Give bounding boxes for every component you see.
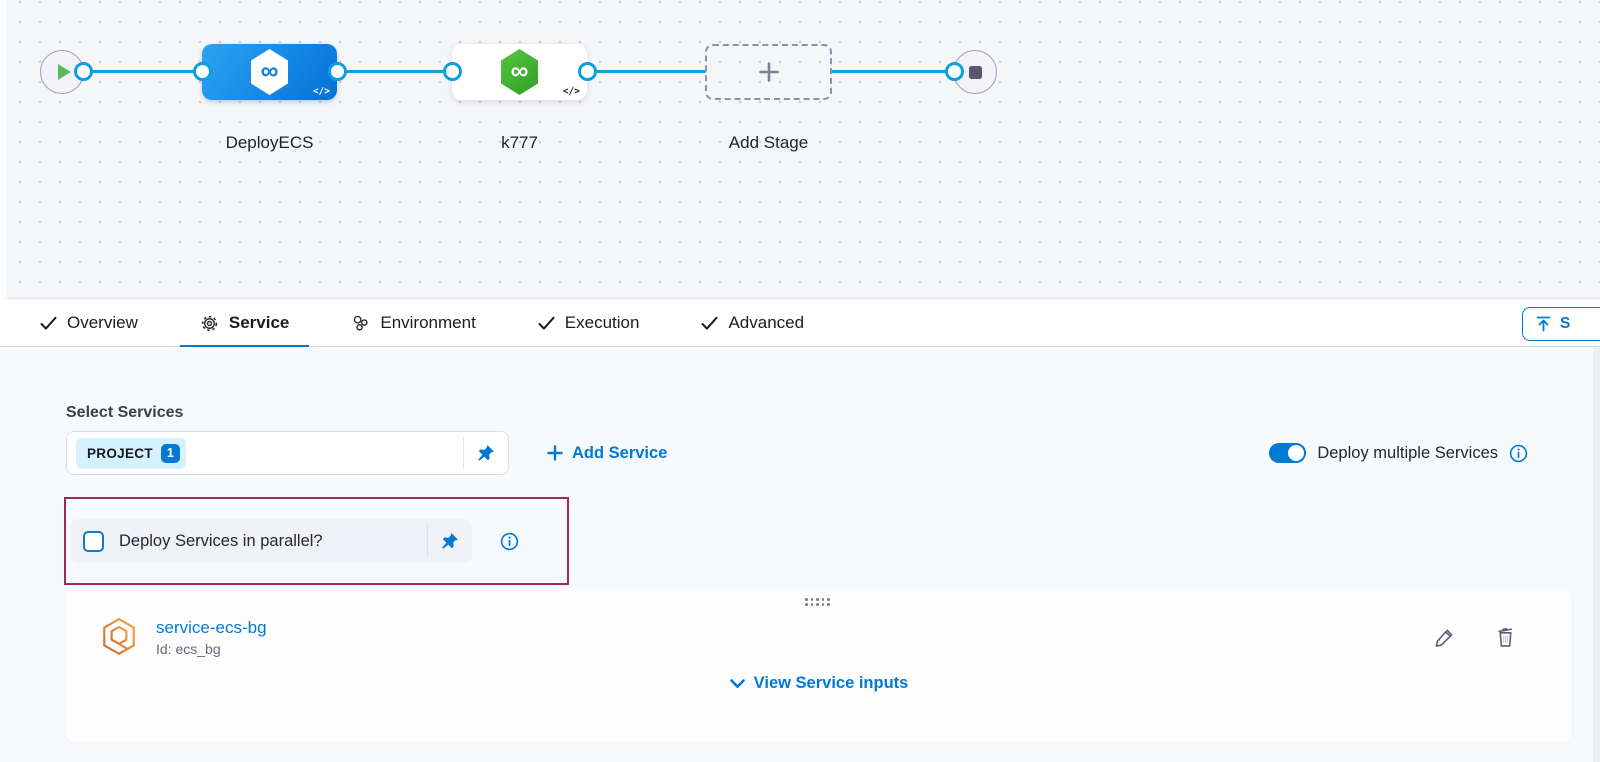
deploy-parallel-field: Deploy Services in parallel?: [70, 519, 472, 563]
service-name-link[interactable]: service-ecs-bg: [156, 617, 267, 637]
tab-label: Environment: [380, 313, 476, 332]
edge-stage2-to-addstage: [587, 70, 706, 73]
edit-service-button[interactable]: [1434, 627, 1455, 648]
project-tag-label: PROJECT: [87, 445, 153, 461]
toggle-knob: [1288, 445, 1305, 461]
pin-icon: [442, 533, 458, 549]
right-gutter: [1593, 347, 1600, 762]
deploy-multiple-label: Deploy multiple Services: [1317, 443, 1498, 462]
plus-icon: [758, 62, 779, 82]
connector-port[interactable]: [945, 62, 964, 81]
tab-label: Service: [228, 313, 290, 332]
view-service-inputs-label: View Service inputs: [753, 674, 909, 692]
tab-advanced[interactable]: Advanced: [681, 300, 824, 346]
code-icon: </>: [312, 86, 330, 97]
view-service-inputs-button[interactable]: View Service inputs: [66, 674, 1572, 693]
deploy-multiple-group: Deploy multiple Services: [1269, 443, 1528, 463]
select-services-label: Select Services: [66, 404, 184, 421]
stage-node-k777[interactable]: ∞ </>: [452, 44, 587, 100]
service-card-row: service-ecs-bg Id: ecs_bg: [66, 608, 1572, 657]
code-icon: </>: [562, 86, 580, 97]
tab-label: Advanced: [728, 313, 805, 332]
tab-label: Overview: [67, 313, 138, 332]
check-icon: [40, 316, 57, 330]
deploy-parallel-label: Deploy Services in parallel?: [119, 531, 323, 550]
ecs-service-icon: [103, 617, 135, 656]
connector-port[interactable]: [328, 62, 347, 81]
deploy-parallel-checkbox[interactable]: [83, 530, 104, 552]
stage-label-k777: k777: [501, 133, 538, 152]
tab-label: Execution: [564, 313, 640, 332]
connector-port[interactable]: [74, 62, 93, 81]
plus-icon: [547, 445, 563, 461]
edge-addstage-to-end: [831, 70, 955, 73]
harness-logo-icon: ∞: [510, 56, 529, 85]
tab-service[interactable]: Service: [179, 300, 310, 347]
drag-handle[interactable]: [805, 589, 833, 608]
tab-environment[interactable]: Environment: [331, 300, 495, 346]
stage-node-deployecs[interactable]: ∞ </>: [202, 44, 337, 100]
connector-port[interactable]: [443, 62, 462, 81]
deploy-multiple-info[interactable]: [1509, 444, 1528, 463]
tab-execution[interactable]: Execution: [518, 300, 660, 346]
check-icon: [538, 316, 555, 330]
deploy-parallel-info[interactable]: [500, 532, 519, 551]
pencil-icon: [1435, 629, 1453, 647]
canvas-left-edge: [0, 0, 7, 299]
stage-label-deployecs: DeployECS: [225, 133, 314, 152]
chevron-down-icon: [729, 678, 745, 688]
connector-port[interactable]: [578, 62, 597, 81]
save-button-label: S: [1560, 315, 1571, 332]
highlight-annotation-box: Deploy Services in parallel?: [64, 497, 569, 585]
services-multiselect-field[interactable]: PROJECT 1: [66, 431, 509, 475]
environment-icon: [354, 315, 368, 331]
pin-toggle-button[interactable]: [463, 437, 508, 469]
service-tab-panel: Select Services PROJECT 1 Add Service: [0, 347, 1600, 762]
info-icon: [500, 532, 519, 550]
save-button[interactable]: S: [1522, 307, 1600, 341]
harness-logo-icon: ∞: [260, 56, 279, 85]
service-id-text: Id: ecs_bg: [156, 640, 221, 657]
service-card: service-ecs-bg Id: ecs_bg: [66, 589, 1572, 742]
check-icon: [701, 316, 718, 330]
harness-hexagon-icon: ∞: [501, 49, 538, 95]
edge-stage1-to-stage2: [337, 70, 455, 73]
service-card-actions: [1434, 626, 1516, 648]
connector-port[interactable]: [193, 62, 212, 81]
stop-icon: [968, 65, 982, 79]
tab-overview[interactable]: Overview: [20, 300, 158, 346]
gear-icon: [201, 315, 218, 331]
add-service-label: Add Service: [572, 443, 668, 462]
pin-toggle-button[interactable]: [427, 524, 472, 558]
info-icon: [1509, 444, 1528, 462]
add-service-button[interactable]: Add Service: [547, 444, 667, 463]
play-icon: [57, 64, 71, 80]
harness-hexagon-icon: ∞: [251, 49, 288, 95]
deploy-multiple-toggle[interactable]: [1269, 443, 1307, 463]
delete-service-button[interactable]: [1495, 626, 1516, 648]
pin-icon: [478, 445, 494, 461]
project-scope-tag[interactable]: PROJECT 1: [76, 437, 186, 469]
trash-icon: [1498, 627, 1513, 647]
service-texts: service-ecs-bg Id: ecs_bg: [156, 618, 267, 657]
publish-up-arrow-icon: [1536, 316, 1551, 332]
add-stage-button[interactable]: [705, 44, 832, 100]
add-stage-label: Add Stage: [728, 133, 809, 152]
services-row: PROJECT 1 Add Service Deploy multiple Se…: [66, 431, 1600, 475]
project-count-badge: 1: [160, 443, 180, 463]
edge-start-to-stage1: [83, 70, 205, 73]
stage-config-tabbar: Overview Service Environment Execution A…: [0, 300, 1600, 347]
pipeline-canvas: ∞ </> ∞ </> DeployECS k777 Add Stage: [0, 0, 1600, 299]
